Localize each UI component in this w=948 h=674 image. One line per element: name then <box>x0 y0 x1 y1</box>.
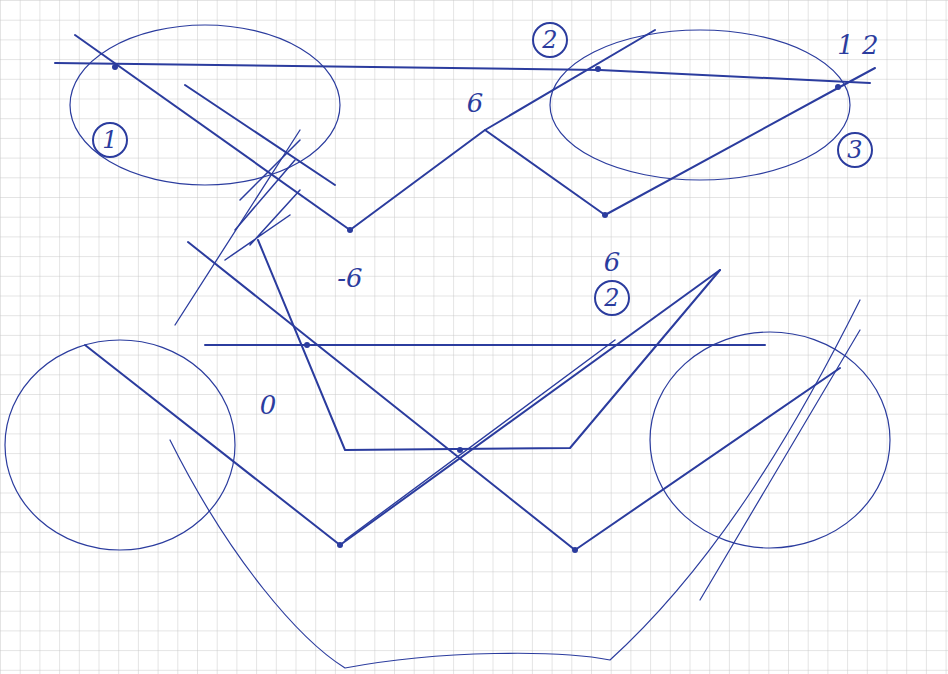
link-line <box>350 30 655 230</box>
sketch-label: 6 <box>467 90 484 116</box>
link-line <box>185 85 335 185</box>
link-line <box>258 240 720 450</box>
motion-loop <box>70 25 340 185</box>
link-line <box>85 270 720 545</box>
callout-circle: 1 <box>92 122 128 158</box>
sketch-label: 0 <box>260 392 277 418</box>
callout-number: 2 <box>604 286 619 310</box>
scribble <box>225 140 300 260</box>
callout-number: 1 <box>102 128 117 152</box>
sketch-label: -6 <box>337 265 362 291</box>
callout-circle: 3 <box>837 132 873 168</box>
motion-loop <box>550 30 850 180</box>
base-line <box>55 63 870 83</box>
sketch-label: 6 <box>604 249 621 275</box>
motion-curve <box>170 300 860 668</box>
motion-loop <box>650 332 890 548</box>
link-line <box>75 35 350 230</box>
callout-number: 3 <box>847 138 862 162</box>
sketch-label: 1 2 <box>837 32 878 58</box>
callout-circle: 2 <box>594 280 630 316</box>
joint-dots <box>112 64 841 553</box>
link-line <box>345 340 615 540</box>
link-line <box>605 68 875 215</box>
mechanism-sketch <box>5 25 890 668</box>
link-line <box>485 130 605 215</box>
callout-circle: 2 <box>532 22 568 58</box>
callout-number: 2 <box>542 28 557 52</box>
base-line <box>205 344 765 346</box>
construction-line <box>700 330 860 600</box>
motion-loop <box>5 340 235 550</box>
